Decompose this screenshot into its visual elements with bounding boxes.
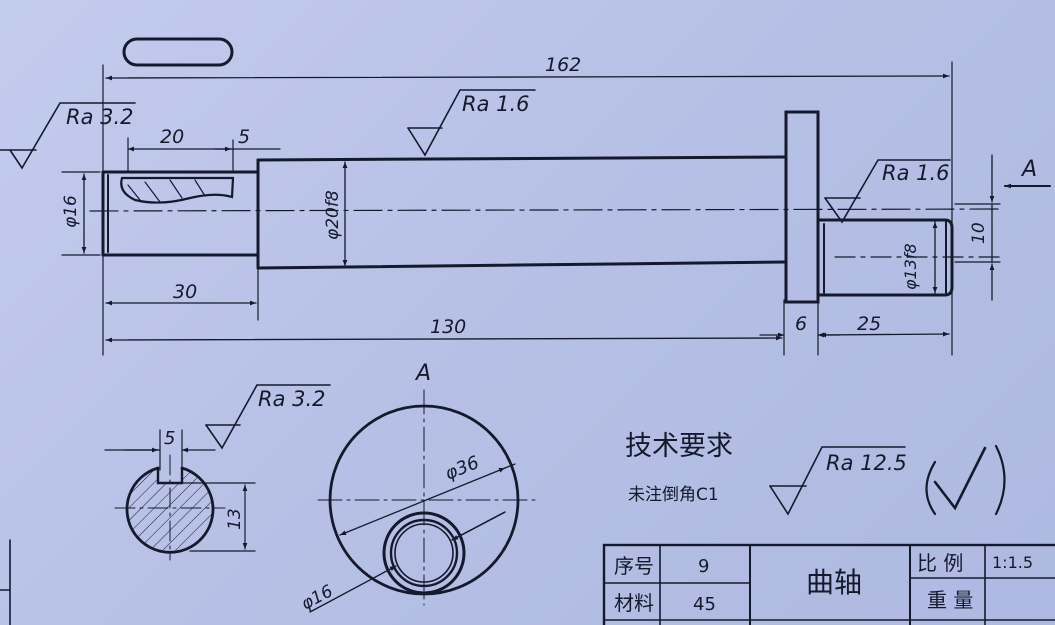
dim-flat-height: 10 xyxy=(969,222,989,244)
keyway xyxy=(120,176,235,204)
view-arrow-label: A xyxy=(1020,157,1037,182)
dim-inner-dia: φ16 xyxy=(298,581,337,614)
weight-label: 重 量 xyxy=(927,588,973,612)
ra-section: Ra 3.2 xyxy=(258,387,326,411)
seq-value: 9 xyxy=(698,556,709,577)
dimension-text: 162 20 5 φ16 φ20f8 φ13f8 10 30 130 6 25 … xyxy=(61,54,989,614)
shaft-outline xyxy=(101,110,954,304)
dim-key-offset: 5 xyxy=(238,126,250,148)
scale-label: 比 例 xyxy=(917,551,963,575)
notes-title: 技术要求 xyxy=(625,431,733,462)
view-a xyxy=(309,389,536,613)
title-block xyxy=(602,543,1055,625)
ra-left: Ra 3.2 xyxy=(66,105,134,129)
extension-lines xyxy=(61,61,1001,356)
roughness-text: Ra 3.2 Ra 1.6 Ra 1.6 Ra 3.2 Ra 12.5 xyxy=(66,92,950,475)
dim-main-length: 130 xyxy=(430,316,466,338)
dim-overall: 162 xyxy=(545,54,581,76)
material-label: 材料 xyxy=(614,591,654,615)
dim-end-length: 25 xyxy=(857,313,881,335)
dim-end-dia: φ13f8 xyxy=(901,243,920,290)
key-section xyxy=(104,429,256,561)
dim-shaft-dia: φ16 xyxy=(61,195,81,228)
dim-key-width: 5 xyxy=(164,428,175,449)
view-a-label: A xyxy=(414,361,431,386)
dim-flange-width: 6 xyxy=(795,313,807,335)
dim-left-length: 30 xyxy=(173,281,197,303)
ra-general: Ra 12.5 xyxy=(826,451,907,475)
slot-symbol xyxy=(122,37,234,67)
dim-key-depth: 13 xyxy=(225,508,245,530)
part-name: 曲轴 xyxy=(806,566,862,599)
ra-mid: Ra 1.6 xyxy=(462,92,530,116)
scale-value: 1:1.5 xyxy=(992,553,1033,572)
dim-key-length: 20 xyxy=(160,126,184,148)
title-block-text: 序号 9 材料 45 曲轴 比 例 1:1.5 重 量 xyxy=(614,551,1033,615)
ra-right: Ra 1.6 xyxy=(882,161,950,185)
material-value: 45 xyxy=(693,594,716,615)
dimension-lines xyxy=(81,73,995,343)
dim-mid-dia: φ20f8 xyxy=(323,190,343,240)
notes-text: 未注倒角C1 xyxy=(628,485,719,505)
seq-label: 序号 xyxy=(614,554,654,578)
roughness-symbols xyxy=(0,89,1006,516)
centre-line xyxy=(89,208,1001,212)
